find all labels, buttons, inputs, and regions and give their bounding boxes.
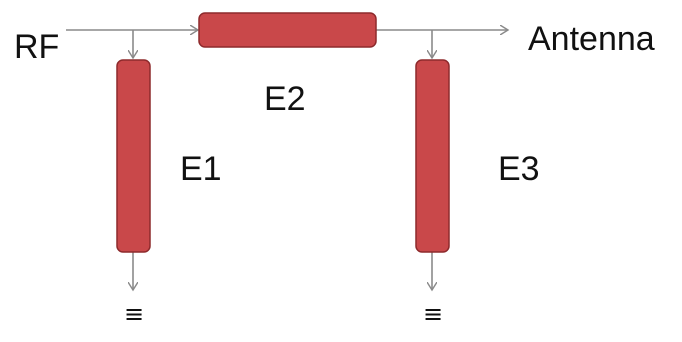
element-e1 bbox=[116, 59, 151, 253]
element-e2 bbox=[198, 12, 377, 48]
e3-ground-symbol: ≡ bbox=[423, 300, 444, 328]
rf-input-label: RF bbox=[14, 28, 60, 66]
e1-label: E1 bbox=[180, 150, 222, 188]
antenna-output-label: Antenna bbox=[528, 20, 655, 58]
e2-label: E2 bbox=[264, 80, 306, 118]
e3-label: E3 bbox=[498, 150, 540, 188]
element-e3 bbox=[415, 59, 450, 253]
e1-ground-symbol: ≡ bbox=[124, 300, 145, 328]
